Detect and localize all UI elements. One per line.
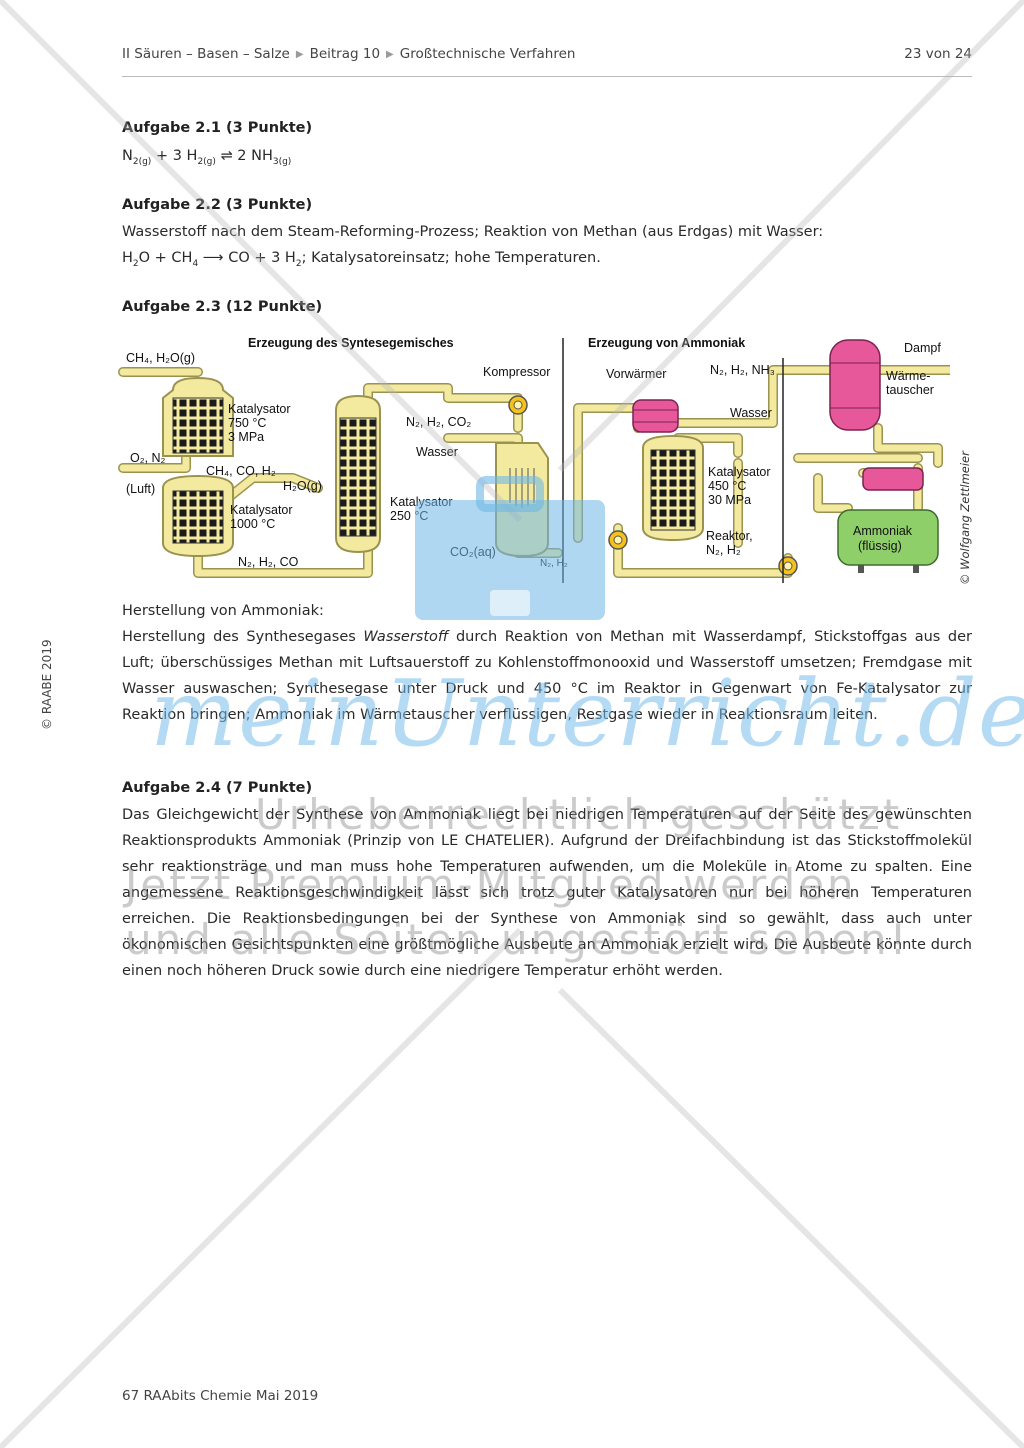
watermark-brand: meinUnterricht.de — [150, 660, 1024, 767]
ammonia-reactor — [642, 434, 704, 542]
running-header: II Säuren – Basen – Salze ▶ Beitrag 10 ▶… — [122, 46, 972, 66]
label-mid-flow: CH₄, CO, H₂ — [206, 464, 276, 478]
label-pressure: 30 MPa — [708, 493, 751, 507]
label-temp: 1000 °C — [230, 517, 275, 531]
label-input-air-sub: (Luft) — [126, 482, 155, 496]
task-2-3-heading: Aufgabe 2.3 (12 Punkte) — [122, 299, 323, 315]
task-2-1-equation: N2(g) + 3 H2(g) ⇌ 2 NH3(g) — [122, 148, 292, 167]
watermark-line: Jetzt Premium-Mitglied werden — [125, 860, 857, 909]
task-2-2-text: Wasserstoff nach dem Steam-Reforming-Pro… — [122, 219, 972, 277]
label-steam-out: Dampf — [904, 341, 941, 355]
footer: 67 RAAbits Chemie Mai 2019 — [122, 1388, 319, 1404]
label-ammonia-state: (flüssig) — [858, 539, 902, 553]
label-heat-exchanger: tauscher — [886, 383, 934, 397]
label-preheater: Vorwärmer — [606, 367, 666, 381]
task-2-4-text: Das Gleichgewicht der Synthese von Ammon… — [122, 807, 972, 979]
label-temp: 250 °C — [390, 509, 428, 523]
label-catalyst: Katalysator — [390, 495, 453, 509]
condenser — [862, 467, 924, 491]
label-water: Wasser — [416, 445, 458, 459]
label-water: Wasser — [730, 406, 772, 420]
label-bottom-flow: N₂, H₂, CO — [238, 555, 299, 569]
label-input-methane: CH₄, H₂O(g) — [126, 351, 195, 365]
breadcrumb-item: Großtechnische Verfahren — [399, 46, 576, 62]
task-2-3-subheading: Herstellung von Ammoniak: — [122, 603, 324, 619]
breadcrumb: II Säuren – Basen – Salze ▶ Beitrag 10 ▶… — [122, 46, 575, 64]
side-author: © Wolfgang Zettlmeier — [958, 451, 1024, 599]
label-n2h2-small: N₂, H₂ — [540, 558, 568, 569]
task-2-2-line: H2O + CH4 ⟶ CO + 3 H2; Katalysatoreinsat… — [122, 250, 601, 269]
label-top-flow: N₂, H₂, NH₃ — [710, 363, 775, 377]
breadcrumb-item: Beitrag 10 — [309, 46, 381, 62]
label-input-air: O₂, N₂ — [130, 451, 166, 465]
task-2-2-line: Wasserstoff nach dem Steam-Reforming-Pro… — [122, 224, 824, 240]
triangle-right-icon: ▶ — [295, 49, 304, 60]
label-catalyst: Katalysator — [708, 465, 771, 479]
preheater — [632, 399, 679, 433]
label-gas-mix: N₂, H₂, CO₂ — [406, 415, 471, 429]
heat-exchanger — [829, 339, 881, 431]
diagram-title-right: Erzeugung von Ammoniak — [588, 336, 745, 350]
watermark-line: Urheberrechtlich geschützt — [255, 790, 903, 839]
label-heat-exchanger: Wärme- — [886, 369, 930, 383]
label-steam: H₂O(g) — [283, 479, 322, 493]
task-2-2-heading: Aufgabe 2.2 (3 Punkte) — [122, 197, 313, 213]
task-2-4-heading: Aufgabe 2.4 (7 Punkte) — [122, 780, 313, 796]
label-reactor: Reaktor, — [706, 529, 753, 543]
task-2-3-text: Herstellung des Synthesegases Wasserstof… — [122, 629, 973, 723]
page-number: 23 von 24 — [904, 46, 972, 62]
co-converter — [335, 394, 381, 554]
label-temp: 450 °C — [708, 479, 746, 493]
haber-bosch-diagram: Erzeugung des Syntesegemisches Erzeugung… — [118, 336, 950, 583]
diagram-title-left: Erzeugung des Syntesegemisches — [248, 336, 454, 350]
label-catalyst: Katalysator — [230, 503, 293, 517]
reformer-primary — [162, 376, 234, 457]
copyright-text: © RAABE 2019 — [40, 639, 54, 730]
label-compressor: Kompressor — [483, 365, 550, 379]
triangle-right-icon: ▶ — [386, 49, 394, 60]
author-credit: © Wolfgang Zettlmeier — [958, 451, 972, 585]
header-divider — [122, 76, 972, 77]
task-2-1-heading: Aufgabe 2.1 (3 Punkte) — [122, 120, 313, 136]
label-temp: 750 °C — [228, 416, 266, 430]
label-co2aq: CO₂(aq) — [450, 545, 496, 559]
label-reactor-gas: N₂, H₂ — [706, 543, 741, 557]
ammonia-tank — [837, 509, 939, 573]
label-ammonia: Ammoniak — [853, 524, 913, 538]
breadcrumb-item: II Säuren – Basen – Salze — [122, 46, 290, 62]
gas-washer — [495, 442, 549, 558]
watermark-line: und alle Seiten ungestört sehen! — [125, 915, 910, 964]
reformer-secondary — [162, 474, 234, 558]
label-catalyst: Katalysator — [228, 402, 291, 416]
label-pressure: 3 MPa — [228, 430, 264, 444]
